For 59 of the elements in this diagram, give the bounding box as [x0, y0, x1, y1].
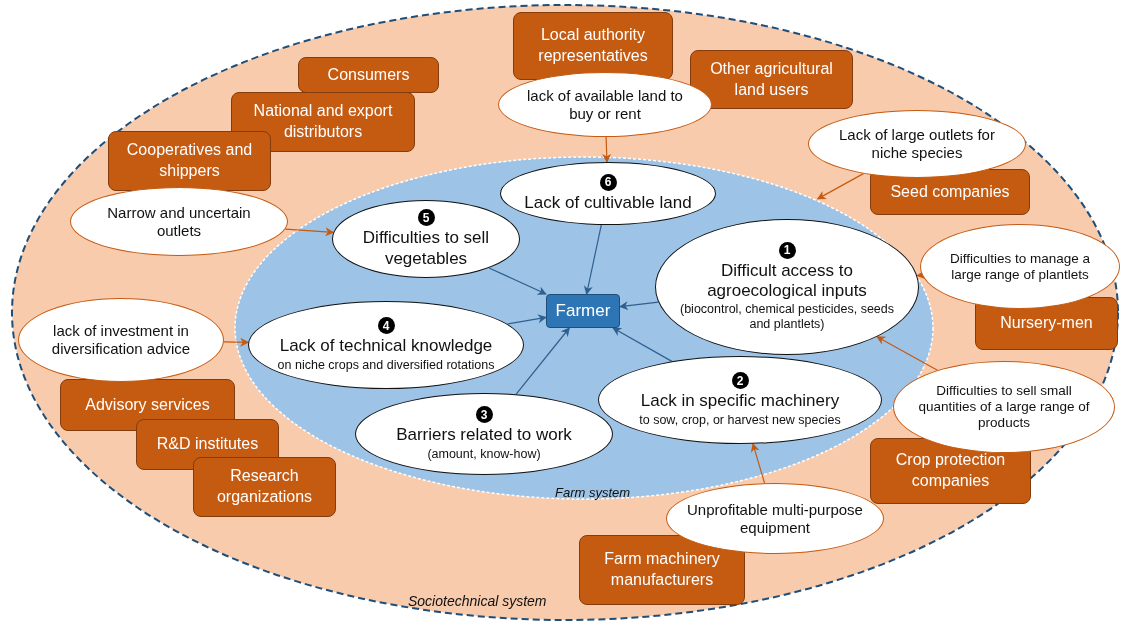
cause-text: Unprofitable multi-purpose equipment — [686, 500, 864, 537]
number-badge: 1 — [778, 241, 796, 259]
number-badge: 6 — [599, 173, 617, 191]
actor-label: Cooperatives and shippers — [125, 140, 254, 181]
barrier-detail: (amount, know-how) — [427, 446, 541, 462]
actor-label: Consumers — [327, 64, 410, 85]
farmer-box: Farmer — [546, 294, 620, 328]
barrier-title: Barriers related to work — [396, 425, 572, 446]
cause-text: Lack of large outlets for niche species — [838, 126, 996, 162]
barrier-title: Lack of cultivable land — [524, 192, 692, 213]
arrow — [515, 327, 570, 395]
arrow — [583, 224, 602, 295]
barrier-detail: on niche crops and diversified rotations — [277, 357, 495, 373]
number-badge: 5 — [417, 209, 435, 227]
cause-text: Narrow and uncertain outlets — [106, 203, 252, 240]
actor-label: Local authority representatives — [537, 25, 649, 66]
arrow — [223, 337, 250, 347]
arrow — [750, 442, 766, 484]
system-label: Sociotechnical system — [408, 593, 547, 609]
barrier-detail: (biocontrol, chemical pesticides, seeds and plantlets) — [679, 302, 895, 333]
arrow — [876, 336, 939, 371]
actor-label: Seed companies — [890, 181, 1010, 202]
actor-label: R&D institutes — [156, 434, 259, 455]
cause-text: lack of investment in diversification advice — [50, 322, 192, 358]
sociotechnical-system-ellipse — [10, 3, 1120, 622]
arrow — [816, 173, 864, 200]
barrier-title: Lack in specific machinery — [640, 391, 840, 412]
actor-label: Crop protection companies — [894, 450, 1007, 491]
actor-box — [193, 457, 336, 517]
arrow — [619, 301, 659, 311]
number-badge: 2 — [731, 372, 749, 390]
actor-label: Nursery-men — [1000, 313, 1093, 334]
cause-text: lack of available land to buy or rent — [526, 86, 684, 123]
actor-label: Research organizations — [215, 466, 314, 507]
barrier-title: Lack of technical knowledge — [279, 336, 493, 357]
number-badge: 3 — [475, 406, 493, 424]
barrier-detail: to sow, crop, or harvest new species — [639, 412, 841, 428]
cause-text: Difficulties to manage a large range of plantlets — [948, 250, 1092, 283]
actor-box — [108, 131, 271, 191]
actor-label: Advisory services — [85, 394, 210, 415]
actor-box — [513, 12, 673, 80]
arrow — [488, 267, 547, 295]
arrow — [284, 227, 335, 237]
system-label: Farm system — [555, 485, 631, 500]
arrow — [602, 136, 612, 163]
arrow — [612, 327, 673, 362]
actor-label: Other agricultural land users — [709, 58, 834, 100]
arrow — [506, 314, 547, 325]
actor-label: National and export distributors — [252, 101, 394, 142]
actor-label: Farm machinery manufacturers — [603, 549, 721, 590]
barrier-title: Difficult access to agroecological inputs — [706, 260, 868, 302]
actor-box — [870, 169, 1030, 215]
barrier-title: Difficulties to sell vegetables — [361, 228, 491, 269]
number-badge: 4 — [377, 317, 395, 335]
arrow — [916, 270, 926, 280]
actor-box — [579, 535, 745, 605]
actor-box — [298, 57, 439, 93]
cause-text: Difficulties to sell small quantities of a large range of products — [917, 383, 1091, 431]
actor-box — [690, 50, 853, 109]
